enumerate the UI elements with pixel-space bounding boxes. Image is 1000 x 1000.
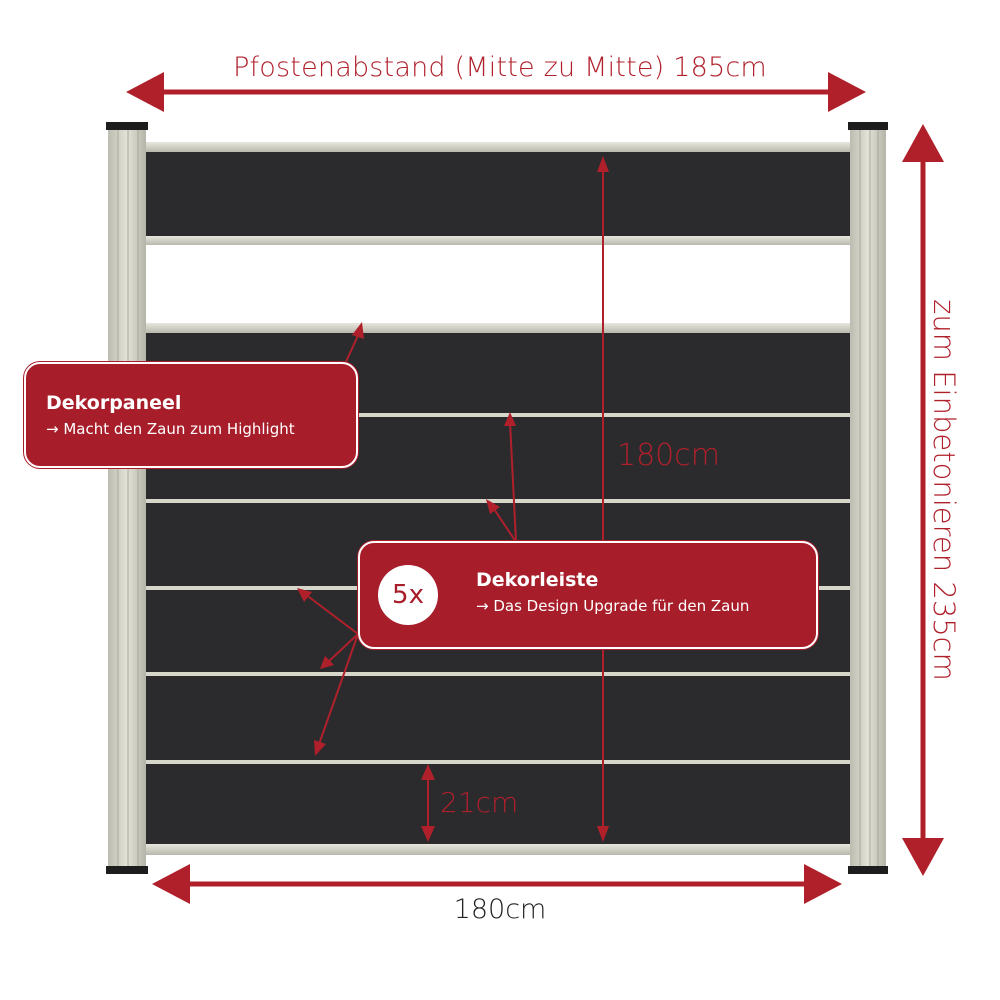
decor-panel-callout: Dekorpaneel → Macht den Zaun zum Highlig… [24, 362, 358, 468]
decor-panel-subtitle: → Macht den Zaun zum Highlight [46, 420, 295, 438]
top-rail [146, 142, 850, 152]
strip-count-badge: 5x [378, 565, 438, 625]
panel-bottom-rail [146, 236, 850, 245]
panel-pointer [344, 322, 364, 365]
bottom-dimension-arrow [152, 864, 842, 904]
strip-gap-label: 21cm [440, 786, 519, 819]
fence-height-label: 180cm [617, 438, 720, 473]
decor-strip-callout: 5x Dekorleiste → Das Design Upgrade für … [358, 541, 818, 649]
decor-panel-board [146, 152, 850, 236]
post-spacing-label: Pfostenabstand (Mitte zu Mitte) 185cm [233, 52, 767, 83]
post-length-label: zum Einbetonieren 235cm [927, 299, 961, 681]
decor-strip-subtitle: → Das Design Upgrade für den Zaun [476, 597, 750, 615]
strip-pointers [297, 412, 517, 756]
top-dimension-arrow [126, 72, 866, 112]
left-post [106, 122, 148, 874]
right-post [848, 122, 888, 874]
height-arrow [597, 156, 609, 842]
middle-rail [146, 323, 850, 333]
side-dimension-arrow [902, 124, 944, 876]
gap-arrow [421, 764, 435, 842]
decor-strip-title: Dekorleiste [476, 569, 599, 591]
bottom-rail [146, 844, 850, 855]
fence-width-label: 180cm [453, 894, 547, 925]
decor-panel-title: Dekorpaneel [46, 392, 182, 414]
